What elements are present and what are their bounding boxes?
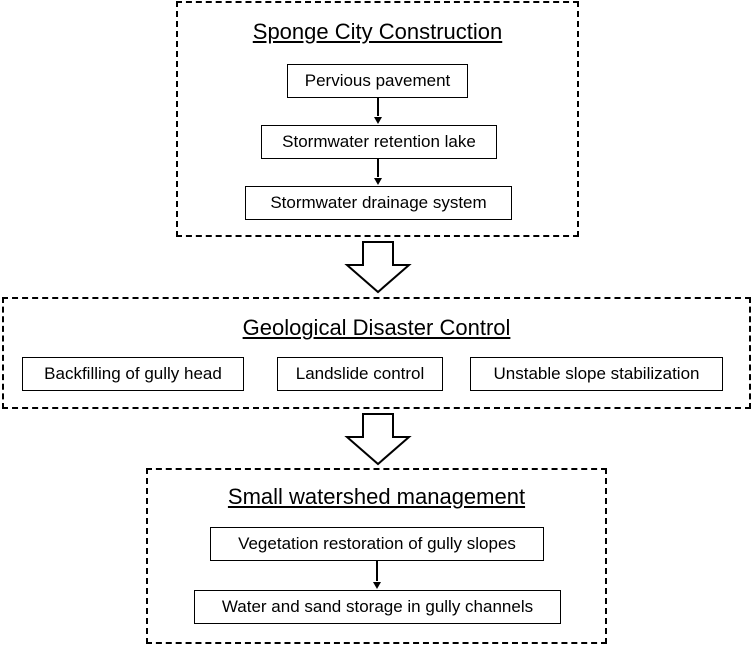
connector-arrowhead-1-2 bbox=[374, 117, 382, 124]
section-geological-disaster: Geological Disaster Control bbox=[2, 297, 751, 409]
connector-1-2 bbox=[377, 98, 379, 116]
connector-v-w bbox=[376, 561, 378, 581]
node-pervious-pavement: Pervious pavement bbox=[287, 64, 468, 98]
section-title-sponge-city: Sponge City Construction bbox=[252, 19, 503, 44]
node-landslide-control: Landslide control bbox=[277, 357, 443, 391]
connector-arrowhead-v-w bbox=[373, 582, 381, 589]
node-stormwater-retention-lake: Stormwater retention lake bbox=[261, 125, 497, 159]
node-vegetation-restoration: Vegetation restoration of gully slopes bbox=[210, 527, 544, 561]
node-backfilling-gully-head: Backfilling of gully head bbox=[22, 357, 244, 391]
connector-2-3 bbox=[377, 159, 379, 177]
section-title-small-watershed: Small watershed management bbox=[227, 484, 526, 509]
connector-arrowhead-2-3 bbox=[374, 178, 382, 185]
node-water-sand-storage: Water and sand storage in gully channels bbox=[194, 590, 561, 624]
node-unstable-slope-stabilization: Unstable slope stabilization bbox=[470, 357, 723, 391]
section-title-geological-disaster: Geological Disaster Control bbox=[242, 315, 511, 340]
down-arrow-icon bbox=[344, 241, 412, 294]
node-stormwater-drainage-system: Stormwater drainage system bbox=[245, 186, 512, 220]
down-arrow-icon bbox=[344, 413, 412, 466]
